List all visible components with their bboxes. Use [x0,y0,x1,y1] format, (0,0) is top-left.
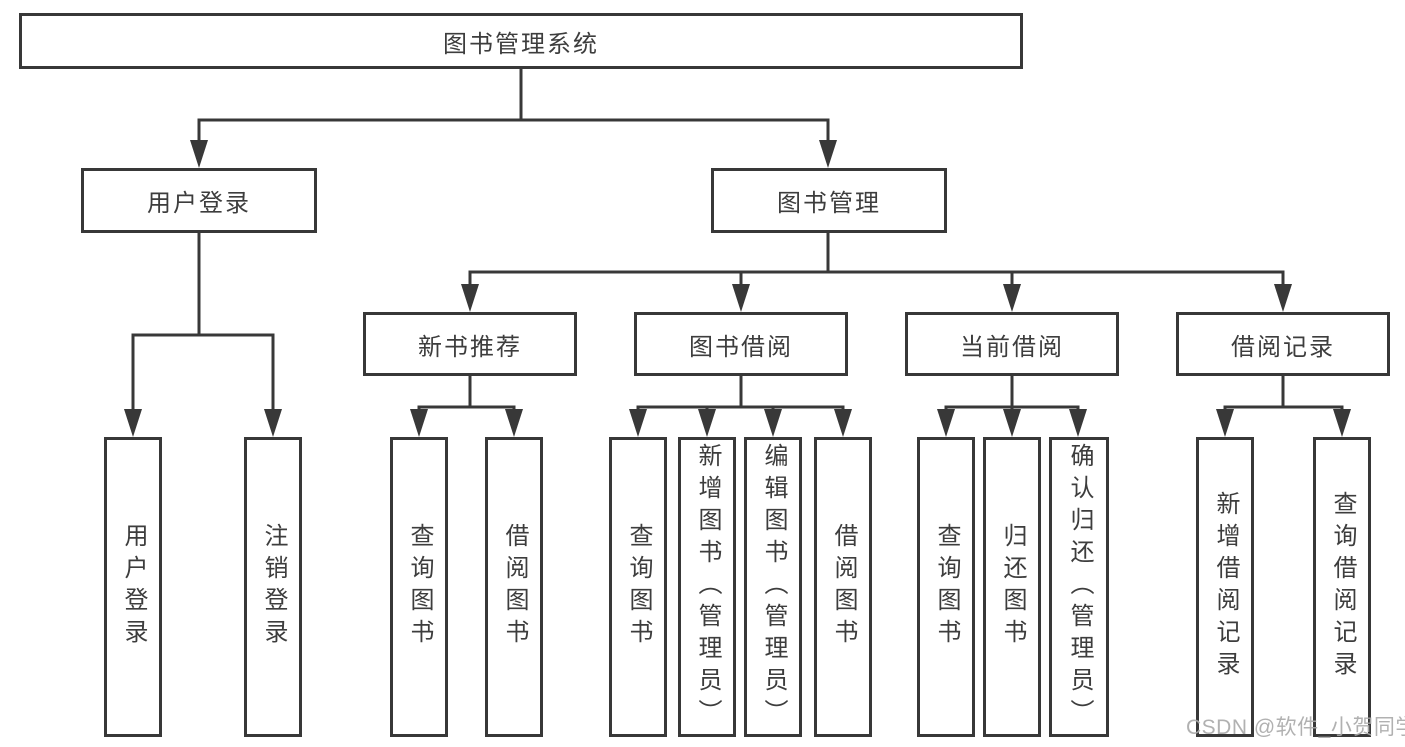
leaf-user-login: 用户登录 [104,437,162,737]
node-book-management: 图书管理 [711,168,947,233]
node-label: 用户登录 [147,190,251,217]
leaf-query-books-borrowing: 查询图书 [609,437,667,737]
leaf-label: 编辑图书（管理员） [760,443,787,731]
leaf-query-borrow-record: 查询借阅记录 [1313,437,1371,737]
node-label: 当前借阅 [960,333,1064,361]
leaf-edit-books-admin: 编辑图书（管理员） [744,437,802,737]
leaf-label: 查询图书 [406,523,433,651]
node-label: 新书推荐 [418,333,522,361]
leaf-borrow-books-recommend: 借阅图书 [485,437,543,737]
leaf-label: 用户登录 [120,523,147,651]
node-label: 图书借阅 [689,333,793,361]
arrowhead-icons [124,140,1351,437]
leaf-query-books-recommend: 查询图书 [390,437,448,737]
node-book-borrowing: 图书借阅 [634,312,848,376]
leaf-label: 查询图书 [625,523,652,651]
leaf-confirm-return-admin: 确认归还（管理员） [1049,437,1109,737]
leaf-label: 新增借阅记录 [1212,491,1239,683]
node-label: 借阅记录 [1231,333,1335,361]
node-new-book-recommend: 新书推荐 [363,312,577,376]
node-current-borrowing: 当前借阅 [905,312,1119,376]
node-library-management-system: 图书管理系统 [19,13,1023,69]
csdn-watermark: CSDN @软件_小贺同学 [1186,716,1405,739]
leaf-logout: 注销登录 [244,437,302,737]
leaf-label: 新增图书（管理员） [694,443,721,731]
leaf-label: 查询借阅记录 [1329,491,1356,683]
leaf-return-books: 归还图书 [983,437,1041,737]
node-borrow-records: 借阅记录 [1176,312,1390,376]
node-user-login: 用户登录 [81,168,317,233]
leaf-label: 归还图书 [999,523,1026,651]
leaf-add-borrow-record: 新增借阅记录 [1196,437,1254,737]
leaf-label: 确认归还（管理员） [1066,443,1093,731]
leaf-label: 注销登录 [260,523,287,651]
leaf-label: 借阅图书 [830,523,857,651]
leaf-label: 查询图书 [933,523,960,651]
node-label: 图书管理 [777,190,881,217]
leaf-label: 借阅图书 [501,523,528,651]
leaf-borrow-books-borrowing: 借阅图书 [814,437,872,737]
leaf-add-books-admin: 新增图书（管理员） [678,437,736,737]
leaf-query-books-current: 查询图书 [917,437,975,737]
node-label: 图书管理系统 [443,30,599,58]
